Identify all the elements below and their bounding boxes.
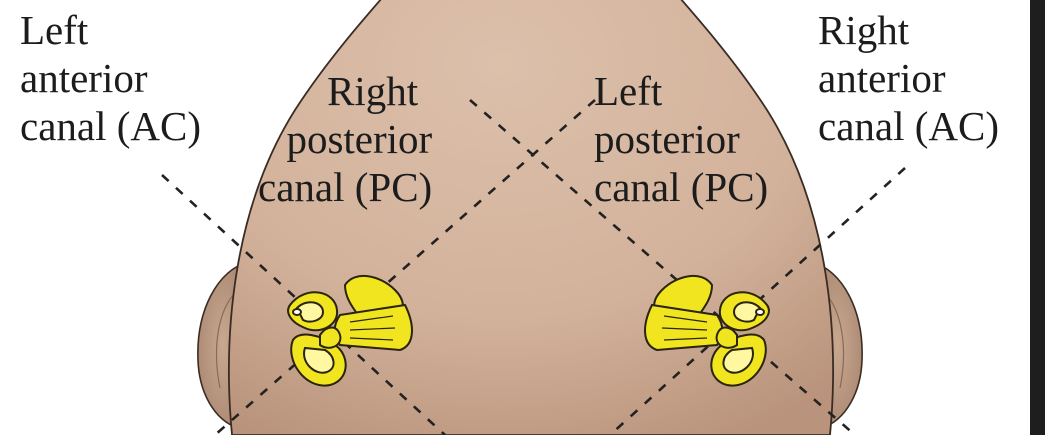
left-ac-line3: canal (AC) — [20, 102, 201, 150]
left-pc-line1: Left — [594, 67, 768, 115]
left-ac-line1: Left — [20, 6, 201, 54]
left-posterior-canal-label: Left posterior canal (PC) — [594, 67, 768, 211]
left-ac-line2: anterior — [20, 54, 201, 102]
left-pc-line3: canal (PC) — [594, 163, 768, 211]
left-anterior-canal-label: Left anterior canal (AC) — [20, 6, 201, 150]
right-posterior-canal-label: Right posterior canal (PC) — [258, 67, 432, 211]
frame-edge — [1030, 0, 1045, 435]
right-ac-line1: Right — [818, 6, 999, 54]
right-pc-line1: Right — [258, 67, 432, 115]
left-pc-line2: posterior — [594, 115, 768, 163]
right-pc-line3: canal (PC) — [258, 163, 432, 211]
right-anterior-canal-label: Right anterior canal (AC) — [818, 6, 999, 150]
right-pc-line2: posterior — [258, 115, 432, 163]
right-ac-line3: canal (AC) — [818, 102, 999, 150]
right-ac-line2: anterior — [818, 54, 999, 102]
